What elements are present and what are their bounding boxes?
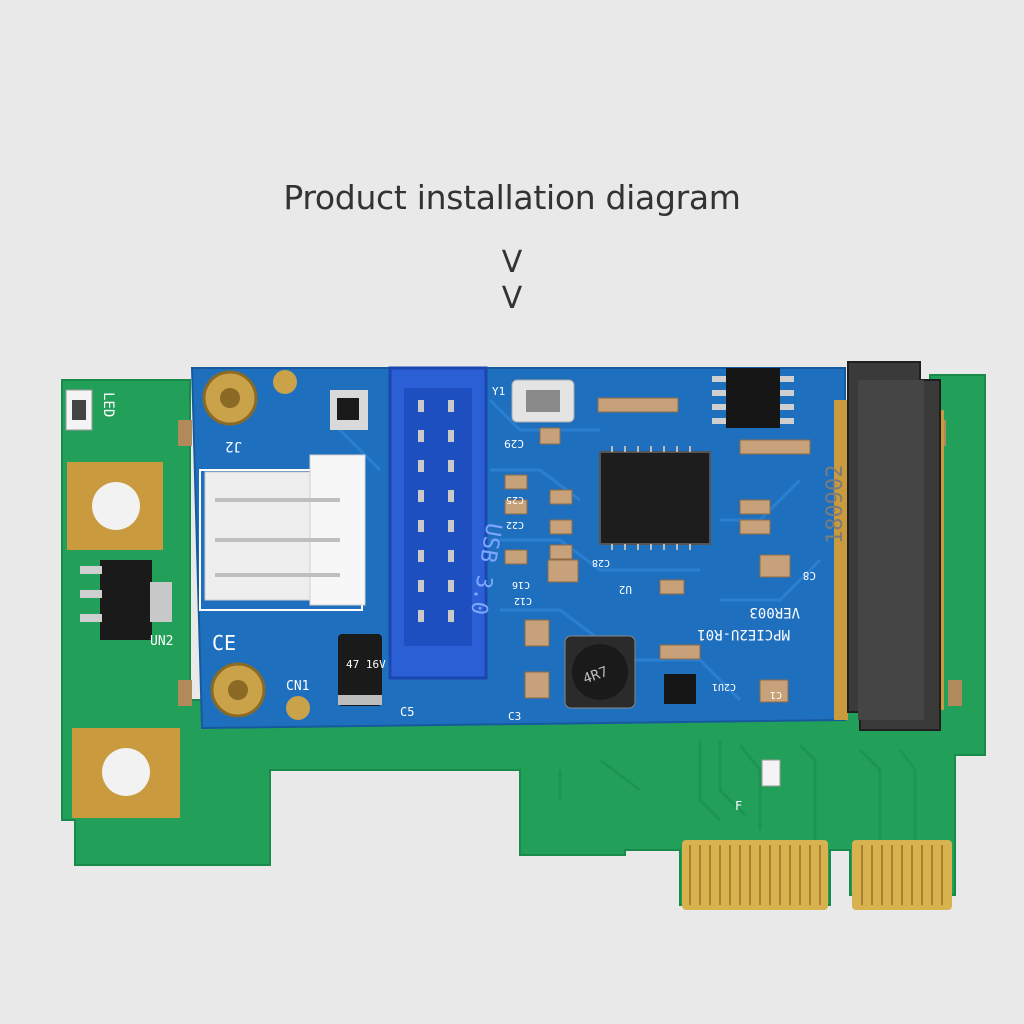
chevron-down-icon: V (501, 245, 523, 280)
blue-pcb: J2 CE CN1 47 16V C5 USB 3.0 Y1 C29 (190, 366, 846, 730)
version-label: VER003 (749, 604, 800, 620)
j2-label: J2 (225, 438, 242, 454)
chevron-down-icon-2: V (501, 281, 523, 316)
capacitor (338, 634, 382, 706)
c8-label: C8 (803, 569, 816, 582)
c1-label: C1 (770, 689, 782, 700)
f-label: F (735, 799, 742, 813)
u2-label: U2 (619, 583, 632, 596)
cn1-label: CN1 (286, 679, 309, 694)
capacitor-label: 47 16V (346, 658, 386, 671)
ce-label: CE (212, 631, 236, 655)
un2-label: UN2 (150, 634, 173, 649)
c28-label: C28 (592, 557, 610, 568)
c5-label: C5 (400, 705, 414, 719)
c2u1-label: C2U1 (712, 681, 736, 692)
green-pcb: LED UN2 F (61, 374, 986, 910)
controller-chip (599, 451, 711, 545)
c25-label: C25 (506, 494, 524, 505)
regulator-un2 (100, 560, 152, 640)
c12-label: C12 (514, 595, 532, 606)
c29-label: C29 (504, 437, 524, 450)
mini-pcie-slot: 180902 (823, 361, 944, 731)
model-label: MPCIE2U-R01 (697, 626, 790, 642)
caption: Product installation diagram (283, 178, 741, 217)
c22-label: C22 (506, 519, 524, 530)
slot-label: 180902 (823, 465, 848, 544)
y1-label: Y1 (492, 385, 505, 398)
flash-chip (726, 368, 780, 428)
led-label: LED (100, 392, 116, 417)
c16-label: C16 (512, 579, 530, 590)
c3-label: C3 (508, 710, 521, 723)
